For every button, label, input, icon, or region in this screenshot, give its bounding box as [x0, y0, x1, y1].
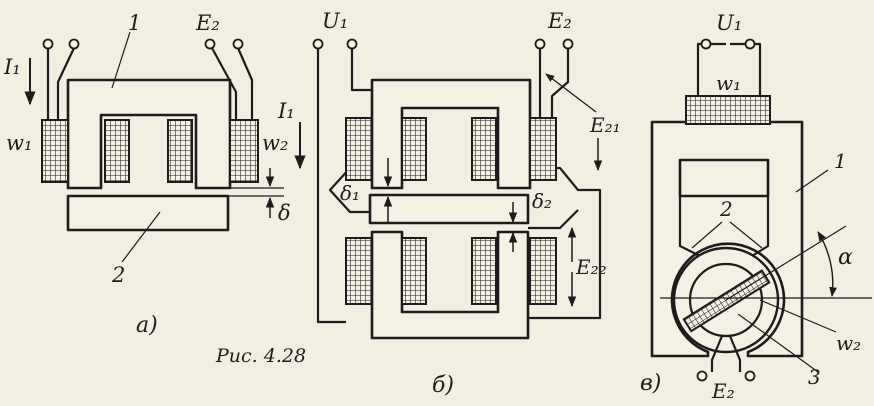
winding-w2-label-c: w₂ [836, 331, 861, 355]
lead-w2-left [211, 47, 238, 120]
lead-u1-right-c [730, 42, 762, 96]
middle-armature-b [368, 193, 530, 225]
winding-w1-label-c: w₁ [716, 71, 741, 95]
pole-right-c [751, 196, 770, 257]
window-c [678, 158, 770, 198]
armature-number-a: 2 [111, 263, 125, 287]
label-3-c: 3 [808, 365, 821, 389]
pole-left-c [678, 196, 701, 257]
gap2-label-b: δ₂ [532, 189, 552, 213]
lower-core-b [370, 230, 530, 340]
coil-lower-inner-right-b [471, 237, 497, 305]
subfigure-label-b: б) [432, 373, 454, 398]
emf22-label-b: E₂₂ [575, 255, 607, 279]
winding-w2-a [229, 119, 259, 183]
core-1-a [66, 78, 232, 190]
terminal-w1-right [68, 38, 80, 50]
winding-w1-label-a: w₁ [6, 131, 32, 155]
lead-u1-left-c [696, 42, 726, 96]
label-2-c: 2 [719, 197, 733, 221]
current-label-b: I₁ [277, 99, 295, 123]
angle-arc-c [817, 231, 837, 297]
lead-e2-right-c [728, 335, 742, 372]
angle-label-c: α [838, 245, 853, 270]
terminal-e2-right-b [562, 38, 574, 50]
current-label-a: I₁ [3, 55, 21, 79]
subfigure-c: U₁ w₁ 1 2 α w₂ 3 E₂ в) [640, 11, 872, 403]
rotor-winding-w2-c [682, 269, 771, 333]
winding-w1-c [685, 95, 771, 125]
leader-2-a [121, 211, 161, 263]
leader-1-c [795, 169, 829, 193]
terminal-e2-right-c [744, 370, 756, 382]
upper-core-b [370, 78, 532, 190]
subfigure-a: I₁ E₂ w₁ w₂ δ 1 2 а) Рис. 4.28 [3, 11, 306, 367]
coil-upper-left-b [345, 117, 373, 181]
coil-lower-left-b [345, 237, 373, 305]
terminal-u1-right-b [346, 38, 358, 50]
leader-w2-c [759, 299, 837, 333]
label-1-c: 1 [834, 149, 847, 173]
leader-3-c [737, 313, 819, 373]
terminal-e2-left-b [534, 38, 546, 50]
emf21-label-b: E₂₁ [589, 113, 621, 137]
lead-u1-right-b [350, 48, 372, 92]
terminal-w2-right [232, 38, 244, 50]
winding-w1-a [41, 119, 69, 183]
emf-label-b: E₂ [547, 9, 572, 33]
coil-upper-inner-right-b [471, 117, 497, 181]
lead-u1-left-b [316, 48, 346, 324]
lead-w1-right [56, 47, 75, 120]
figure-caption: Рис. 4.28 [215, 345, 306, 367]
coil-lower-right-b [529, 237, 557, 305]
voltage-label-c: U₁ [716, 11, 742, 35]
coil-lower-inner-left-b [401, 237, 427, 305]
lead-w2-right [236, 47, 254, 120]
emf-label-c: E₂ [711, 379, 735, 403]
gap-label-a: δ [278, 201, 291, 225]
e21-pointer [545, 73, 597, 113]
emf-label-a: E₂ [195, 11, 220, 35]
gap1-label-b: δ₁ [340, 181, 360, 205]
voltage-label-b: U₁ [322, 9, 348, 33]
winding-w1-inner-a [104, 119, 130, 183]
leader-1-a [111, 31, 131, 89]
coil-upper-right-b [529, 117, 557, 181]
lead-e2-left-c [710, 335, 724, 372]
terminal-e2-left-c [696, 370, 708, 382]
armature-2-a [66, 194, 230, 232]
terminal-u1-left-b [312, 38, 324, 50]
core-number-a: 1 [128, 11, 141, 35]
lead-e2-right-b [550, 48, 570, 118]
terminal-u1-right-c [744, 38, 756, 50]
leader-2-right-c [729, 221, 763, 249]
coil-upper-inner-left-b [401, 117, 427, 181]
leader-2-left-c [691, 221, 723, 249]
right-bridge-lower-b [528, 209, 579, 230]
winding-w2-inner-a [167, 119, 193, 183]
terminal-w1-left [42, 38, 54, 50]
subfigure-label-c: в) [640, 371, 661, 396]
terminal-w2-left [204, 38, 216, 50]
terminal-u1-left-c [700, 38, 712, 50]
subfigure-label-a: а) [136, 313, 158, 338]
subfigure-b: U₁ E₂ I₁ E₂₁ E₂₂ δ₁ δ₂ б) [277, 9, 621, 398]
winding-w2-label-a: w₂ [262, 131, 288, 155]
